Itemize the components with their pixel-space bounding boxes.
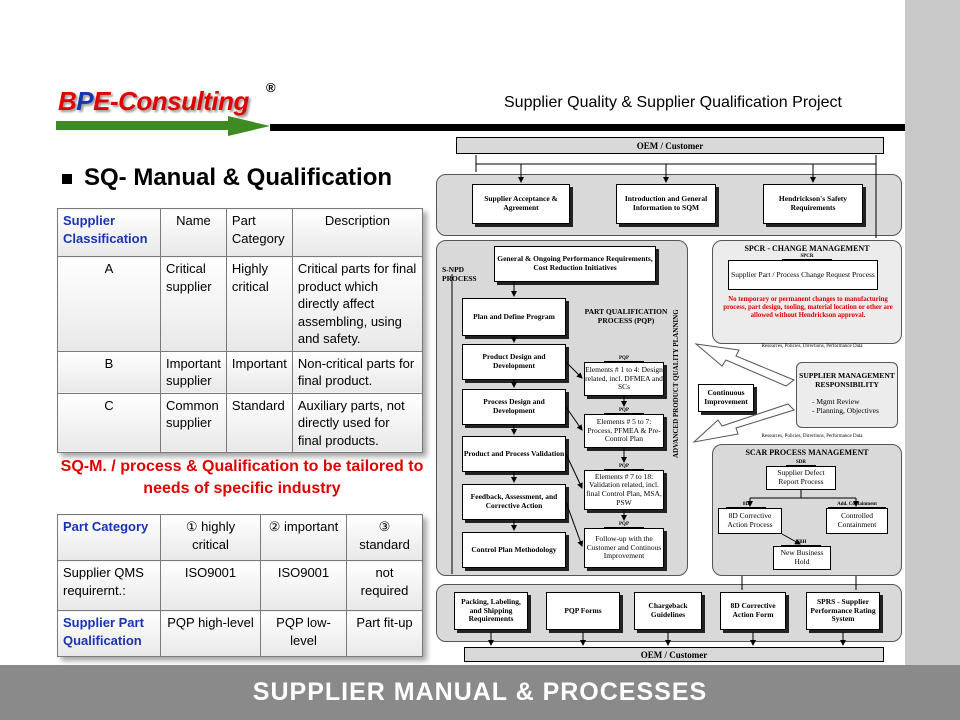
pqp-title: PART QUALIFICATION PROCESS (PQP): [584, 307, 668, 325]
continuous-improvement-box: Continuous Improvement: [698, 384, 754, 412]
resources-label-top: Resources, Policies, Directions, Perform…: [761, 344, 863, 349]
oem-customer-bottom: OEM / Customer: [464, 647, 884, 662]
snpd-label: S-NPD PROCESS: [442, 265, 477, 283]
table-cell: Supplier Part Qualification: [57, 610, 161, 657]
pqp-tag: PQP: [604, 464, 644, 470]
table-cell: Auxiliary parts, not directly used for f…: [291, 392, 424, 454]
table-cell: Common supplier: [160, 392, 227, 454]
8d-box: 8D Corrective Action Process: [718, 508, 782, 534]
slide-title: SQ- Manual & Qualification: [62, 164, 392, 192]
pqp-process-box: Elements # 5 to 7: Process, PFMEA & Pre-…: [584, 414, 664, 448]
pqp-forms-box: PQP Forms: [546, 592, 620, 630]
table-header-cell: ① highly critical: [160, 514, 261, 561]
table-row: Supplier QMS requirernt.: ISO9001 ISO900…: [57, 560, 423, 611]
table-cell: Supplier QMS requirernt.:: [57, 560, 161, 611]
table-cell: C: [57, 392, 161, 454]
part-category-table: Part Category ① highly critical ② import…: [57, 514, 423, 657]
8d-form-box: 8D Corrective Action Form: [720, 592, 786, 630]
smr-item: - Mgmt Review: [812, 397, 860, 406]
spcr-box: Supplier Part / Process Change Request P…: [728, 260, 878, 290]
nbh-box: New Business Hold: [773, 546, 831, 570]
side-strip: [905, 0, 960, 665]
table-cell: Non-critical parts for final product.: [291, 350, 424, 394]
sprs-box: SPRS - Supplier Performance Rating Syste…: [806, 592, 880, 630]
table-cell: Highly critical: [225, 256, 293, 352]
table-header-cell: Description: [291, 208, 424, 257]
smr-item: - Planning, Objectives: [812, 406, 879, 415]
logo-arrow-icon: [56, 116, 270, 136]
introduction-box: Introduction and General Information to …: [616, 184, 716, 224]
spcr-note: No temporary or permanent changes to man…: [723, 296, 893, 319]
table-row: B Important supplier Important Non-criti…: [57, 350, 424, 394]
header-divider: [270, 124, 905, 131]
smr-title: SUPPLIER MANAGEMENT RESPONSIBILITY: [799, 371, 895, 389]
bullet-icon: [62, 173, 72, 184]
pqp-tag: PQP: [604, 356, 644, 362]
oem-customer-top: OEM / Customer: [456, 137, 884, 154]
step-plan-box: Plan and Define Program: [462, 298, 566, 336]
table-cell: Standard: [225, 392, 293, 454]
step-feedback-box: Feedback, Assessment, and Corrective Act…: [462, 484, 566, 520]
step-validation-box: Product and Process Validation: [462, 436, 566, 472]
table-cell: ISO9001: [160, 560, 261, 611]
smr-panel: [796, 362, 898, 428]
table-cell: Critical supplier: [160, 256, 227, 352]
spcr-panel: [712, 240, 902, 344]
packing-box: Packing, Labeling, and Shipping Requirem…: [454, 592, 528, 630]
table-cell: Part fit-up: [346, 610, 423, 657]
table-cell: Critical parts for final product which d…: [291, 256, 424, 352]
spcr-title: SPCR - CHANGE MANAGEMENT: [744, 244, 870, 253]
table-cell: Important supplier: [160, 350, 227, 394]
footer-title: SUPPLIER MANUAL & PROCESSES: [252, 678, 708, 706]
table-header-cell: Supplier Classification: [57, 208, 161, 257]
project-title: Supplier Quality & Supplier Qualificatio…: [504, 94, 842, 111]
step-product-design-box: Product Design and Development: [462, 344, 566, 380]
table-header-cell: ③ standard: [346, 514, 423, 561]
step-control-plan-box: Control Plan Methodology: [462, 532, 566, 568]
table-header-row: Part Category ① highly critical ② import…: [57, 514, 423, 561]
spcr-tag: SPCR: [782, 254, 832, 260]
containment-box: Controlled Containment: [826, 508, 888, 534]
table-header-cell: ② important: [260, 514, 347, 561]
registered-mark: ®: [266, 80, 276, 95]
table-header-cell: Part Category: [57, 514, 161, 561]
table-cell: not required: [346, 560, 423, 611]
nbh-tag: NBH: [781, 540, 821, 546]
scar-title: SCAR PROCESS MANAGEMENT: [745, 448, 869, 457]
resources-label-bottom: Resources, Policies, Directions, Perform…: [761, 434, 863, 439]
sdr-box: Supplier Defect Report Process: [766, 466, 836, 490]
pqp-validation-box: Elements # 7 to 18: Validation related, …: [584, 470, 664, 510]
table-cell: PQP high-level: [160, 610, 261, 657]
footer-banner: SUPPLIER MANUAL & PROCESSES: [0, 665, 960, 720]
acceptance-box: Supplier Acceptance & Agreement: [472, 184, 570, 224]
safety-box: Hendrickson's Safety Requirements: [763, 184, 863, 224]
table-header-cell: Name: [160, 208, 227, 257]
table-cell: Important: [225, 350, 293, 394]
diagram-connectors: [451, 155, 877, 646]
step-process-design-box: Process Design and Development: [462, 389, 566, 425]
pqp-tag: PQP: [604, 522, 644, 528]
table-row: A Critical supplier Highly critical Crit…: [57, 256, 424, 352]
table-row: Supplier Part Qualification PQP high-lev…: [57, 610, 423, 657]
table-cell: ISO9001: [260, 560, 347, 611]
tailor-statement: SQ-M. / process & Qualification to be ta…: [60, 458, 424, 498]
table-row: C Common supplier Standard Auxiliary par…: [57, 392, 424, 454]
pqp-followup-box: Follow-up with the Customer and Continou…: [584, 528, 664, 568]
bpe-logo: BPE-Consulting: [58, 86, 249, 116]
general-requirements-box: General & Ongoing Performance Requiremen…: [494, 246, 656, 282]
classification-table: Supplier Classification Name Part Catego…: [57, 208, 424, 454]
process-diagram: OEM / Customer Supplier Acceptance & Agr…: [436, 134, 902, 664]
pqp-tag: PQP: [604, 408, 644, 414]
sdr-tag: SDR: [786, 460, 816, 466]
pqp-design-box: Elements # 1 to 4: Design related, incl.…: [584, 362, 664, 396]
table-cell: PQP low-level: [260, 610, 347, 657]
table-cell: A: [57, 256, 161, 352]
table-header-cell: Part Category: [225, 208, 293, 257]
table-header-row: Supplier Classification Name Part Catego…: [57, 208, 424, 257]
8d-tag: 8D: [726, 502, 766, 508]
chargeback-box: Chargeback Guidelines: [634, 592, 702, 630]
table-cell: B: [57, 350, 161, 394]
